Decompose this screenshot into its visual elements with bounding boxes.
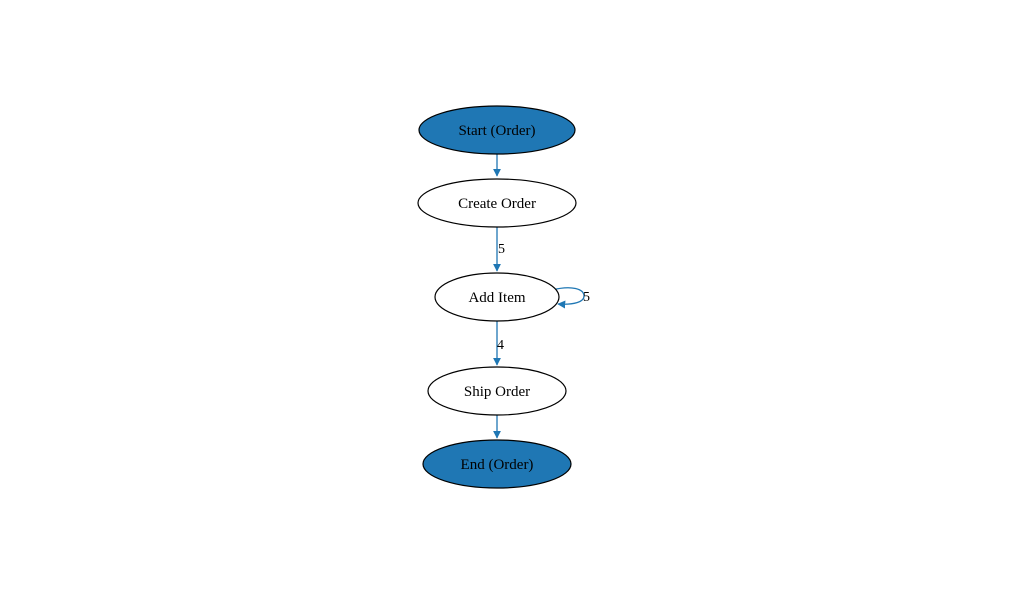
edge-create-order-to-add-item: 5 <box>493 226 505 272</box>
node-create-order[interactable]: Create Order <box>417 178 577 228</box>
edges: 5 5 4 <box>493 153 590 439</box>
nodes: Start (Order) Create Order Add Item Ship… <box>417 105 577 489</box>
node-label: End (Order) <box>461 457 534 473</box>
edge-add-item-to-ship-order: 4 <box>493 320 504 366</box>
edge-line <box>551 287 585 309</box>
node-shape[interactable] <box>418 105 576 155</box>
node-shape[interactable] <box>422 439 572 489</box>
node-label: Ship Order <box>464 384 530 400</box>
edge-label: 4 <box>497 338 504 353</box>
node-shape[interactable] <box>434 272 560 322</box>
edge-label: 5 <box>583 290 590 305</box>
node-shape[interactable] <box>417 178 577 228</box>
edge-add-item-self-loop: 5 <box>551 287 590 309</box>
node-ship-order[interactable]: Ship Order <box>427 366 567 416</box>
node-shape[interactable] <box>427 366 567 416</box>
edge-label: 5 <box>498 242 505 257</box>
node-label: Add Item <box>468 290 525 306</box>
node-label: Create Order <box>458 196 536 212</box>
node-add-item[interactable]: Add Item <box>434 272 560 322</box>
node-end-order[interactable]: End (Order) <box>422 439 572 489</box>
node-label: Start (Order) <box>458 123 535 139</box>
node-start-order[interactable]: Start (Order) <box>418 105 576 155</box>
